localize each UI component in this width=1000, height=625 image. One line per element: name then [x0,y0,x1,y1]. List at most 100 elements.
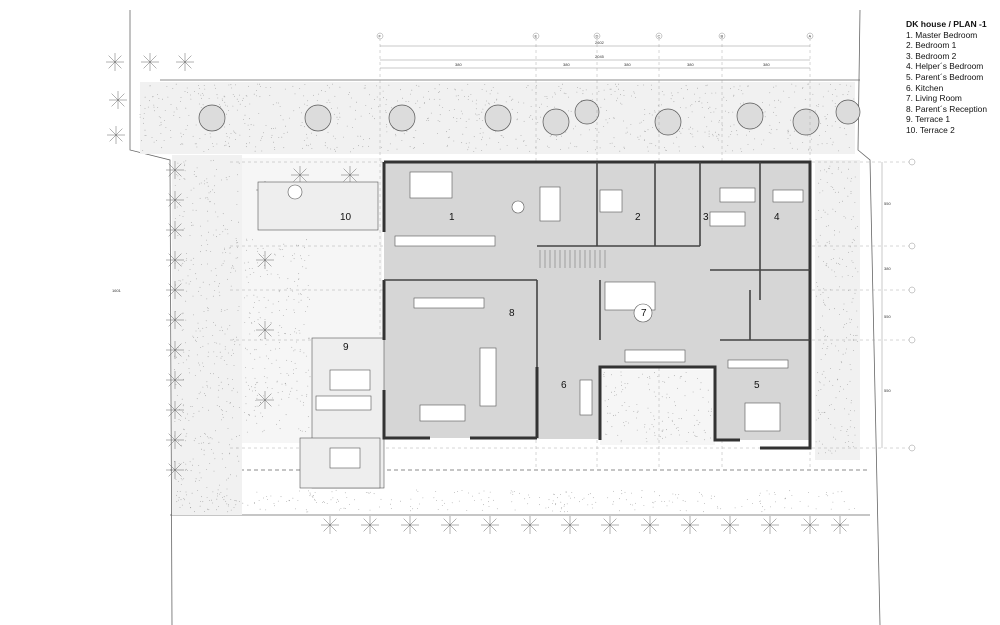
gravel-dot [620,440,622,441]
gravel-dot [509,96,511,98]
gravel-dot [198,410,200,412]
gravel-dot [244,114,246,116]
gravel-dot [839,257,841,259]
gravel-dot [846,337,847,339]
gravel-dot [422,497,424,499]
gravel-dot [627,383,629,385]
gravel-dot [255,390,256,392]
gravel-dot [473,151,475,152]
gravel-dot [188,356,190,357]
gravel-dot [199,330,201,332]
gravel-dot [152,96,154,98]
gravel-dot [652,501,654,503]
gravel-dot [206,469,207,470]
gravel-dot [270,87,272,88]
gravel-dot [464,96,465,97]
gravel-dot [259,339,261,340]
gravel-dot [275,127,276,129]
gravel-dot [826,171,828,173]
gravel-dot [254,150,256,152]
gravel-dot [360,135,362,137]
gravel-dot [277,392,279,394]
gravel-dot [774,107,776,108]
gravel-dot [209,387,211,389]
gravel-dot [789,142,791,144]
gravel-dot [216,169,218,171]
gravel-dot [185,282,187,284]
gravel-dot [174,355,175,357]
gravel-dot [184,469,186,471]
gravel-dot [277,500,279,502]
exterior-walls [382,160,812,450]
gravel-dot [555,504,556,506]
gravel-dot [369,113,370,114]
gravel-dot [256,394,258,396]
gravel-dot [665,436,667,438]
gravel-dot [794,91,796,93]
gravel-dot [540,116,542,118]
gravel-dot [835,121,836,123]
gravel-dot [546,96,548,97]
shrub-symbol [341,166,359,184]
gravel-dot [591,503,593,505]
gravel-dot [183,161,185,163]
gravel-dot [844,442,846,443]
gravel-dot [607,406,608,407]
gravel-dot [613,117,615,119]
gravel-dot [851,301,853,303]
grid-letter-e: E [535,34,538,39]
gravel-dot [189,372,190,374]
gravel-dot [223,360,225,361]
gravel-dot [324,91,326,92]
gravel-dot [388,84,390,86]
gravel-dot [799,501,801,502]
gravel-dot [318,93,319,95]
gravel-dot [838,263,839,264]
gravel-dot [192,209,194,211]
gravel-dot [438,92,439,93]
gravel-dot [293,309,295,311]
gravel-dot [217,495,219,497]
gravel-dot [181,143,183,145]
gravel-dot [185,300,187,302]
gravel-dot [560,88,562,89]
gravel-dot [170,104,172,105]
gravel-dot [208,98,210,99]
gravel-dot [472,100,473,102]
gravel-dot [854,292,856,294]
gravel-dot [257,262,258,264]
gravel-dot [848,413,850,415]
gravel-dot [202,386,204,388]
gravel-dot [599,147,601,149]
gravel-dot [617,97,618,99]
gravel-dot [349,92,350,93]
gravel-dot [527,503,529,505]
gravel-dot [376,85,377,87]
gravel-dot [208,231,209,233]
gravel-dot [242,100,243,101]
gravel-dot [232,349,233,351]
gravel-dot [197,322,199,324]
gravel-dot [784,507,786,509]
shrub-symbol [831,516,849,534]
gravel-dot [396,148,398,150]
gravel-dot [643,120,645,121]
gravel-dot [239,94,241,96]
gravel-dot [496,98,498,100]
gravel-dot [573,128,574,130]
gravel-dot [607,122,609,124]
gravel-dot [205,395,206,397]
gravel-dot [244,322,246,323]
gravel-dot [175,479,177,480]
gravel-dot [183,429,185,431]
gravel-dot [502,136,504,138]
gravel-dot [828,225,829,227]
gravel-dot [827,346,829,347]
gravel-dot [483,490,485,492]
gravel-dot [834,230,835,232]
gravel-dot [847,195,849,197]
gravel-dot [603,374,605,376]
gravel-dot [603,376,605,377]
gravel-dot [718,121,720,123]
gravel-dot [218,377,219,378]
